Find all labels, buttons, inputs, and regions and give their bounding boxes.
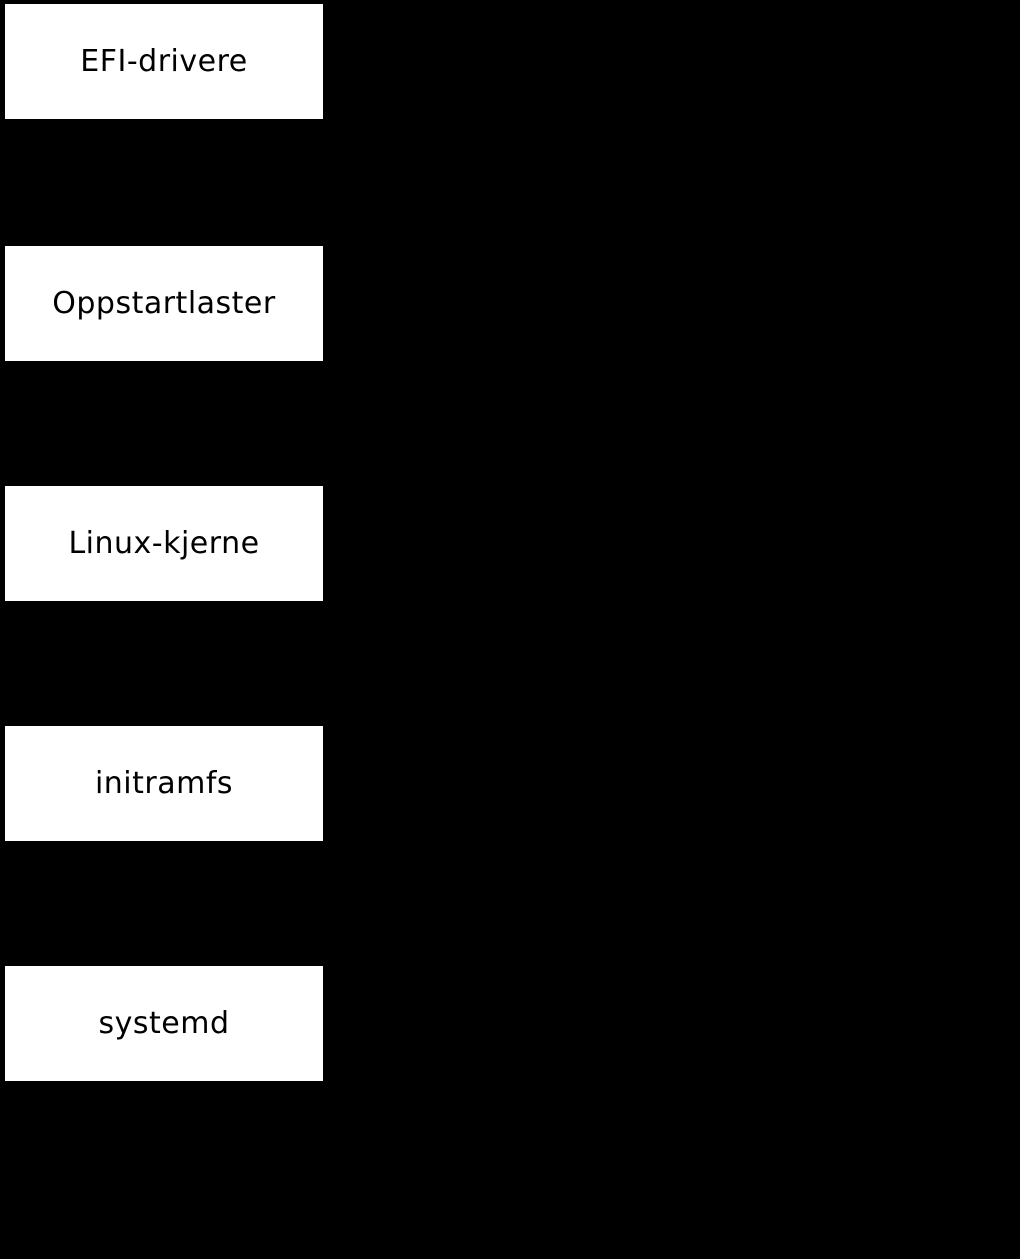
node-label: Oppstartlaster bbox=[52, 285, 276, 321]
node-label: Linux-kjerne bbox=[68, 525, 260, 561]
node-oppstartlaster: Oppstartlaster bbox=[5, 246, 323, 361]
node-initramfs: initramfs bbox=[5, 726, 323, 841]
node-label: systemd bbox=[98, 1005, 230, 1041]
node-systemd: systemd bbox=[5, 966, 323, 1081]
node-linux-kjerne: Linux-kjerne bbox=[5, 486, 323, 601]
node-label: EFI-drivere bbox=[80, 43, 248, 79]
node-label: initramfs bbox=[94, 765, 234, 801]
node-efi-drivere: EFI-drivere bbox=[5, 4, 323, 119]
